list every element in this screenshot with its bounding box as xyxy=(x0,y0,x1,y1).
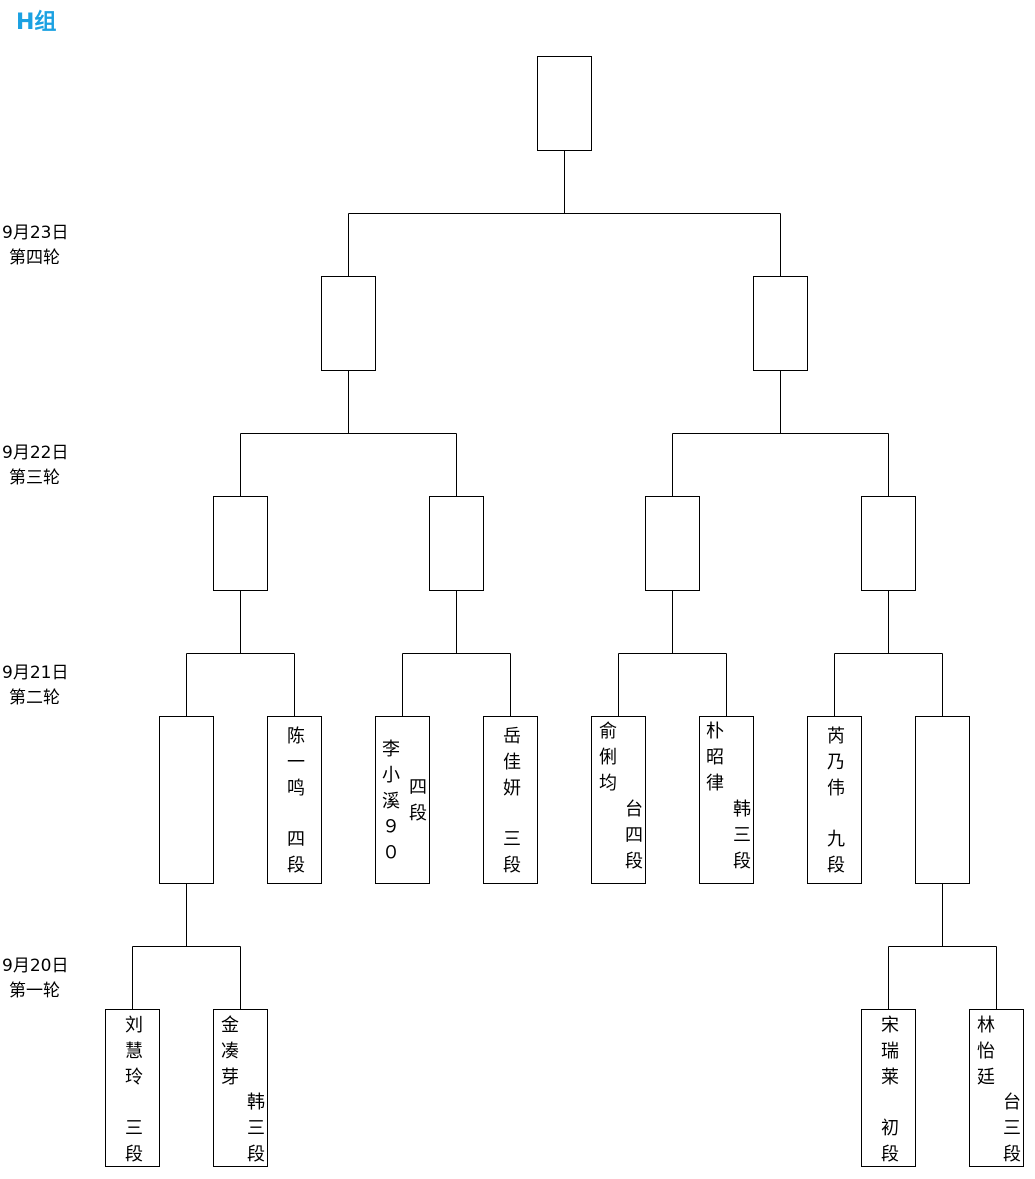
player-name: 刘慧玲 xyxy=(122,1015,143,1093)
player-name: 俞俐均 xyxy=(596,721,617,799)
round3-box-1 xyxy=(213,496,268,591)
round-date: 9月20日 xyxy=(2,956,69,976)
player-box-yue: 岳佳妍 三段 xyxy=(483,716,538,884)
round-date: 9月23日 xyxy=(2,223,69,243)
round-name: 第四轮 xyxy=(9,248,60,268)
final-winner-box xyxy=(537,56,592,151)
round-name: 第三轮 xyxy=(9,468,60,488)
round-name: 第二轮 xyxy=(9,688,60,708)
player-name: 朴昭律 xyxy=(703,721,724,799)
player-rank: 三段 xyxy=(122,1118,143,1170)
player-box-li: 李小溪９０ 四段 xyxy=(375,716,430,884)
player-name: 金凑芽 xyxy=(218,1015,239,1093)
player-box-liu: 刘慧玲 三段 xyxy=(105,1009,160,1170)
round3-box-4 xyxy=(861,496,916,591)
player-box-piao: 朴昭律 韩三段 xyxy=(699,716,754,884)
player-name: 陈一鸣 xyxy=(284,726,305,804)
round2-box-1 xyxy=(159,716,214,884)
player-box-chen: 陈一鸣 四段 xyxy=(267,716,322,884)
round-date: 9月21日 xyxy=(2,663,69,683)
player-rank: 四段 xyxy=(406,777,427,829)
round2-box-8 xyxy=(915,716,970,884)
round-name: 第一轮 xyxy=(9,981,60,1001)
player-name: 林怡廷 xyxy=(974,1015,995,1093)
player-name: 芮乃伟 xyxy=(824,726,845,804)
player-box-song: 宋瑞莱 初段 xyxy=(861,1009,916,1170)
group-title: H组 xyxy=(16,10,57,35)
player-rank: 初段 xyxy=(878,1118,899,1170)
round4-box-2 xyxy=(753,276,808,371)
round4-box-1 xyxy=(321,276,376,371)
player-rank: 四段 xyxy=(284,829,305,881)
round3-box-3 xyxy=(645,496,700,591)
player-box-lin: 林怡廷 台三段 xyxy=(969,1009,1024,1170)
player-rank: 台三段 xyxy=(1000,1092,1021,1170)
round-label-3: 9月22日 第三轮 xyxy=(2,441,68,491)
round-date: 9月22日 xyxy=(2,443,69,463)
round-label-4: 9月23日 第四轮 xyxy=(2,221,68,271)
player-rank: 台四段 xyxy=(622,799,643,877)
player-name: 李小溪９０ xyxy=(379,739,400,869)
player-rank: 三段 xyxy=(500,829,521,881)
round-label-1: 9月20日 第一轮 xyxy=(2,954,68,1004)
round-label-2: 9月21日 第二轮 xyxy=(2,661,68,711)
player-rank: 韩三段 xyxy=(730,799,751,877)
player-rank: 韩三段 xyxy=(244,1092,265,1170)
player-box-yu: 俞俐均 台四段 xyxy=(591,716,646,884)
player-box-rui: 芮乃伟 九段 xyxy=(807,716,862,884)
player-name: 宋瑞莱 xyxy=(878,1015,899,1093)
player-name: 岳佳妍 xyxy=(500,726,521,804)
player-box-jin: 金凑芽 韩三段 xyxy=(213,1009,268,1170)
round3-box-2 xyxy=(429,496,484,591)
player-rank: 九段 xyxy=(824,829,845,881)
